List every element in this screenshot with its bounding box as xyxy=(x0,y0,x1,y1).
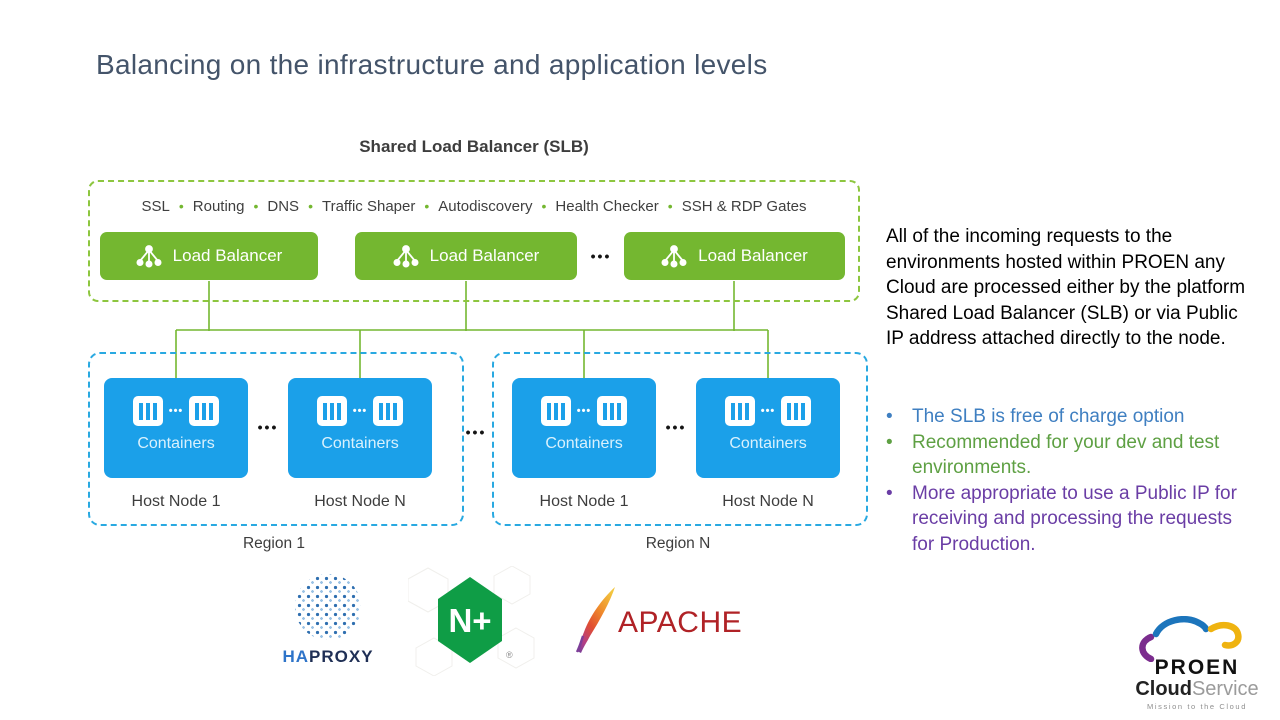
container-ellipsis: ••• xyxy=(168,405,184,417)
container-icon xyxy=(373,396,404,426)
containers-node: ••• Containers xyxy=(288,378,432,478)
feature-list: SSL • Routing • DNS • Traffic Shaper • Autodisco… xyxy=(88,198,860,215)
containers-label: Containers xyxy=(137,435,215,452)
region-ellipsis: ••• xyxy=(465,424,487,440)
container-ellipsis: ••• xyxy=(760,405,776,417)
host-ellipsis: ••• xyxy=(257,419,279,435)
feature-separator-dot: • xyxy=(308,198,313,214)
container-ellipsis: ••• xyxy=(352,405,368,417)
host-node-label: Host Node N xyxy=(314,493,406,510)
feature-item: Autodiscovery xyxy=(438,198,533,215)
apache-logo: APACHE xyxy=(570,580,770,656)
container-icon xyxy=(189,396,220,426)
host-node-label: Host Node N xyxy=(722,493,814,510)
containers-icon-row: ••• xyxy=(724,396,812,426)
containers-icon-row: ••• xyxy=(132,396,220,426)
load-balancer-icon xyxy=(136,244,162,267)
bullet-dot: • xyxy=(886,482,893,504)
feature-item: SSL xyxy=(141,198,170,215)
container-ellipsis: ••• xyxy=(576,405,592,417)
feature-separator-dot: • xyxy=(253,198,259,214)
load-balancer-node: Load Balancer xyxy=(624,232,845,280)
load-balancer-label: Load Balancer xyxy=(429,246,540,265)
load-balancer-label: Load Balancer xyxy=(698,246,808,265)
bullet-dot: • xyxy=(886,406,893,427)
bullet-item: • Recommended for your dev and test envir… xyxy=(886,430,1258,481)
apache-feather-icon xyxy=(575,587,615,653)
page-title: Balancing on the infrastructure and appl… xyxy=(96,49,768,80)
proen-tagline: Mission to the Cloud xyxy=(1147,702,1247,711)
host-node-label: Host Node 1 xyxy=(131,493,221,510)
apache-wordmark: APACHE xyxy=(618,606,743,639)
nginx-registered-mark: ® xyxy=(506,650,513,660)
load-balancer-icon xyxy=(393,244,419,267)
containers-node: ••• Containers xyxy=(696,378,840,478)
host-ellipsis: ••• xyxy=(665,419,687,435)
slb-heading: Shared Load Balancer (SLB) xyxy=(359,137,589,156)
load-balancer-node: Load Balancer xyxy=(355,232,577,280)
feature-separator-dot: • xyxy=(424,198,430,214)
host-node-label: Host Node 1 xyxy=(539,493,629,510)
bullet-text: Recommended for your dev and test enviro… xyxy=(912,431,1220,479)
region-label: Region 1 xyxy=(242,535,306,552)
proen-logo: PROEN CloudService Mission to the Cloud xyxy=(1126,616,1268,711)
nginx-hexagon-icon xyxy=(407,565,535,677)
description-paragraph: All of the incoming requests to the envi… xyxy=(886,226,1246,349)
load-balancer-label: Load Balancer xyxy=(172,246,283,265)
container-icon xyxy=(316,396,347,426)
container-icon xyxy=(132,396,163,426)
containers-label: Containers xyxy=(545,435,623,452)
proen-cloud: Cloud xyxy=(1135,678,1192,700)
feature-item: Routing xyxy=(192,198,245,215)
containers-label: Containers xyxy=(729,435,807,452)
region-label: Region N xyxy=(645,535,711,552)
feature-item: DNS xyxy=(267,198,300,215)
bullet-text: More appropriate to use a Public IP for … xyxy=(912,482,1237,555)
feature-item: Traffic Shaper xyxy=(321,198,416,215)
containers-node: ••• Containers xyxy=(512,378,656,478)
bullet-dot: • xyxy=(886,431,893,453)
load-balancer-node: Load Balancer xyxy=(100,232,318,280)
containers-icon-row: ••• xyxy=(316,396,404,426)
lb-ellipsis: ••• xyxy=(590,248,612,264)
proen-service: Service xyxy=(1191,678,1259,700)
nginx-plus-logo: N+ ® xyxy=(407,565,536,677)
bullet-item: • More appropriate to use a Public IP for… xyxy=(886,481,1258,558)
containers-icon-row: ••• xyxy=(540,396,628,426)
proen-name: PROEN xyxy=(1154,656,1240,679)
feature-separator-dot: • xyxy=(178,198,184,214)
feature-item: Health Checker xyxy=(555,198,659,215)
region-dashed-box xyxy=(492,352,868,526)
nginx-badge-text: N+ xyxy=(448,602,492,639)
haproxy-ha: HA xyxy=(282,647,310,666)
haproxy-proxy: PROXY xyxy=(309,647,374,666)
slb-dashed-box xyxy=(88,180,860,302)
container-icon xyxy=(597,396,628,426)
haproxy-logo: HAPROXY xyxy=(276,574,380,667)
container-icon xyxy=(540,396,571,426)
container-icon xyxy=(724,396,755,426)
containers-node: ••• Containers xyxy=(104,378,248,478)
containers-label: Containers xyxy=(321,435,399,452)
feature-separator-dot: • xyxy=(541,198,547,214)
proen-cloudservice: CloudService xyxy=(1126,678,1268,701)
load-balancer-icon xyxy=(661,244,687,267)
bullet-item: • The SLB is free of charge option xyxy=(886,404,1258,430)
bullet-text: The SLB is free of charge option xyxy=(912,406,1185,427)
bullet-list: • The SLB is free of charge option • Recomm… xyxy=(886,404,1258,557)
region-dashed-box xyxy=(88,352,464,526)
container-icon xyxy=(781,396,812,426)
haproxy-sphere-icon xyxy=(295,574,361,640)
haproxy-wordmark: HAPROXY xyxy=(276,647,380,667)
feature-item: SSH & RDP Gates xyxy=(681,198,807,215)
feature-separator-dot: • xyxy=(667,198,673,214)
proen-cloud-icon xyxy=(1139,616,1242,662)
